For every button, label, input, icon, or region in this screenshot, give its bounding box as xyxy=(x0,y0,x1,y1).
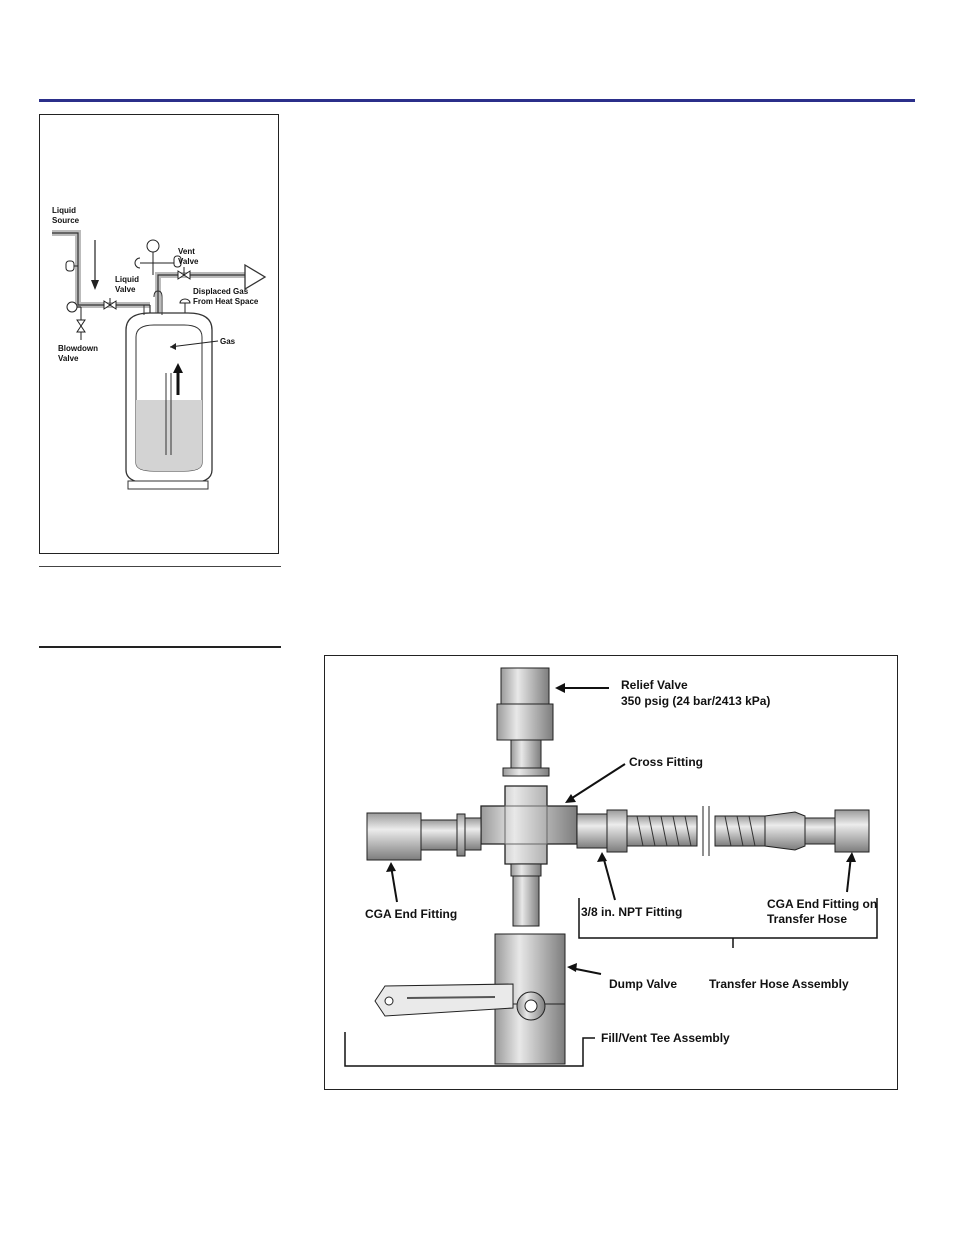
dump-valve-handle xyxy=(374,983,514,1017)
relief-valve-label: Relief Valve xyxy=(621,678,688,692)
separator-line xyxy=(39,566,281,567)
regulator-icon xyxy=(65,260,75,272)
pressure-gauge-icon xyxy=(66,301,78,313)
vent-valve-label: Vent xyxy=(178,247,195,256)
npt-fitting xyxy=(576,813,608,849)
liquid-valve-label-2: Valve xyxy=(115,285,136,294)
displaced-gas-label-2: From Heat Space xyxy=(193,297,259,306)
cga-hose-label-2: Transfer Hose xyxy=(767,912,847,926)
cga-hose-label: CGA End Fitting on xyxy=(767,897,877,911)
liquid-valve-label: Liquid xyxy=(115,275,139,284)
displaced-gas-label: Displaced Gas xyxy=(193,287,249,296)
blowdown-valve-label-2: Valve xyxy=(58,354,79,363)
cross-fitting xyxy=(480,785,578,865)
dump-valve-label: Dump Valve xyxy=(609,977,677,991)
cga-hose-fitting xyxy=(834,809,870,853)
relief-pressure-label: 350 psig (24 bar/2413 kPa) xyxy=(621,694,770,708)
liquid-fill-svg: Liquid Source Vent Valve Liquid Valve Di… xyxy=(52,206,267,490)
relief-valve xyxy=(500,667,550,705)
blowdown-valve-label: Blowdown xyxy=(58,344,98,353)
fill-vent-tee-diagram: Relief Valve 350 psig (24 bar/2413 kPa) … xyxy=(324,655,898,1090)
liquid-valve-icon xyxy=(103,300,111,310)
cga-end-fitting xyxy=(366,812,422,861)
cga-end-fitting-label: CGA End Fitting xyxy=(365,907,457,921)
blowdown-valve-icon xyxy=(76,319,86,327)
liquid-source-label: Liquid xyxy=(52,206,76,215)
header-rule xyxy=(39,99,915,102)
liquid-fill-diagram: Liquid Source Vent Valve Liquid Valve Di… xyxy=(39,114,279,554)
cross-fitting-label: Cross Fitting xyxy=(629,755,703,769)
transfer-hose-assembly-label: Transfer Hose Assembly xyxy=(709,977,849,991)
liquid-source-label-2: Source xyxy=(52,216,80,225)
separator-line-bold xyxy=(39,646,281,648)
fill-vent-tee-label: Fill/Vent Tee Assembly xyxy=(601,1031,730,1045)
liquid-level xyxy=(136,400,202,471)
vent-gauge-icon xyxy=(146,239,160,253)
gas-label: Gas xyxy=(220,337,236,346)
vent-arrow-icon xyxy=(244,263,267,291)
fill-vent-tee-svg: Relief Valve 350 psig (24 bar/2413 kPa) … xyxy=(344,667,878,1067)
vent-valve-icon xyxy=(177,270,185,280)
npt-fitting-label: 3/8 in. NPT Fitting xyxy=(581,905,682,919)
vent-valve-label-2: Valve xyxy=(178,257,199,266)
